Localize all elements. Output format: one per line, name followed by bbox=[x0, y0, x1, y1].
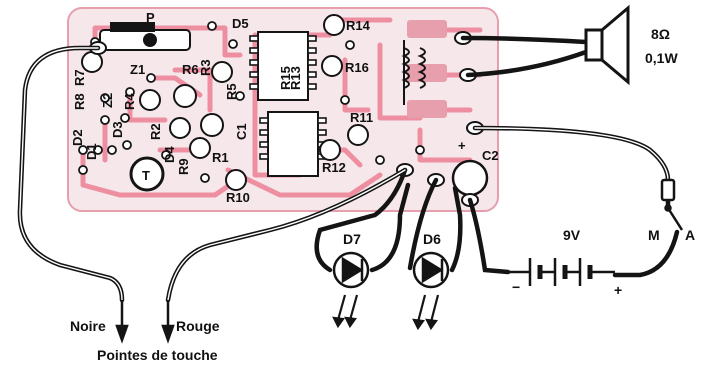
label-D3: D3 bbox=[110, 121, 125, 138]
label-R10: R10 bbox=[226, 190, 250, 205]
label-D2: D2 bbox=[70, 129, 85, 146]
label-R6: R6 bbox=[182, 62, 199, 77]
label-D6: D6 bbox=[423, 231, 441, 247]
label-probe-black: Noire bbox=[70, 318, 106, 334]
label-probes-caption: Pointes de touche bbox=[97, 347, 218, 363]
transistor-T bbox=[129, 156, 165, 192]
label-switch-m: M bbox=[648, 227, 660, 243]
label-D7: D7 bbox=[343, 231, 361, 247]
label-R11: R11 bbox=[350, 110, 373, 125]
label-R3: R3 bbox=[198, 59, 213, 76]
label-R13: R13 bbox=[288, 66, 303, 90]
led-D6-icon bbox=[412, 251, 450, 289]
label-R4: R4 bbox=[122, 93, 137, 110]
capacitor-C2 bbox=[451, 159, 489, 197]
label-battery: 9V bbox=[563, 227, 581, 243]
label-R8: R8 bbox=[72, 93, 87, 110]
switch-icon bbox=[660, 178, 684, 231]
label-battery-plus: + bbox=[614, 282, 622, 298]
led-D6-light-arrows bbox=[412, 294, 440, 331]
label-R16: R16 bbox=[345, 60, 369, 75]
label-battery-minus: − bbox=[512, 279, 520, 295]
label-Z2: Z2 bbox=[100, 93, 115, 108]
label-transistor: T bbox=[142, 168, 150, 183]
led-D7-icon bbox=[332, 251, 370, 289]
probe-arrow-icons bbox=[115, 300, 175, 344]
battery-icon bbox=[508, 258, 615, 286]
label-potentiometer: P bbox=[146, 10, 155, 25]
label-speaker-power: 0,1W bbox=[645, 50, 678, 66]
ic-chip-upper bbox=[249, 31, 317, 101]
label-R1: R1 bbox=[212, 150, 229, 165]
labels: P T D5 R14 R16 R11 R12 R10 C2 Z1 R6 R3 R… bbox=[70, 10, 695, 363]
label-Z1: Z1 bbox=[130, 62, 145, 77]
speaker-icon bbox=[584, 4, 630, 86]
label-cap-plus: + bbox=[458, 138, 466, 153]
label-R14: R14 bbox=[346, 18, 371, 33]
label-D4: D4 bbox=[162, 146, 177, 163]
label-C1: C1 bbox=[234, 123, 249, 140]
ic-chip-lower bbox=[259, 111, 327, 177]
pcb-pads bbox=[407, 20, 447, 118]
label-R15: R15 bbox=[278, 66, 293, 90]
component-bodies bbox=[81, 14, 369, 191]
label-R7: R7 bbox=[72, 69, 87, 86]
led-D7-light-arrows bbox=[332, 294, 359, 329]
label-R9: R9 bbox=[176, 158, 191, 175]
label-D5: D5 bbox=[232, 16, 249, 31]
label-speaker-impedance: 8Ω bbox=[651, 26, 670, 42]
label-C2: C2 bbox=[482, 148, 499, 163]
label-R2: R2 bbox=[148, 123, 163, 140]
wire-highlights bbox=[19, 47, 669, 301]
transformer-icon bbox=[401, 40, 426, 105]
label-switch-a: A bbox=[685, 227, 695, 243]
label-D1: D1 bbox=[84, 143, 99, 160]
pcb-board bbox=[67, 7, 499, 212]
potentiometer-P bbox=[99, 22, 191, 51]
solder-pads bbox=[78, 21, 425, 183]
label-R12: R12 bbox=[322, 160, 346, 175]
label-probe-red: Rouge bbox=[176, 318, 220, 334]
label-R5: R5 bbox=[224, 83, 239, 100]
